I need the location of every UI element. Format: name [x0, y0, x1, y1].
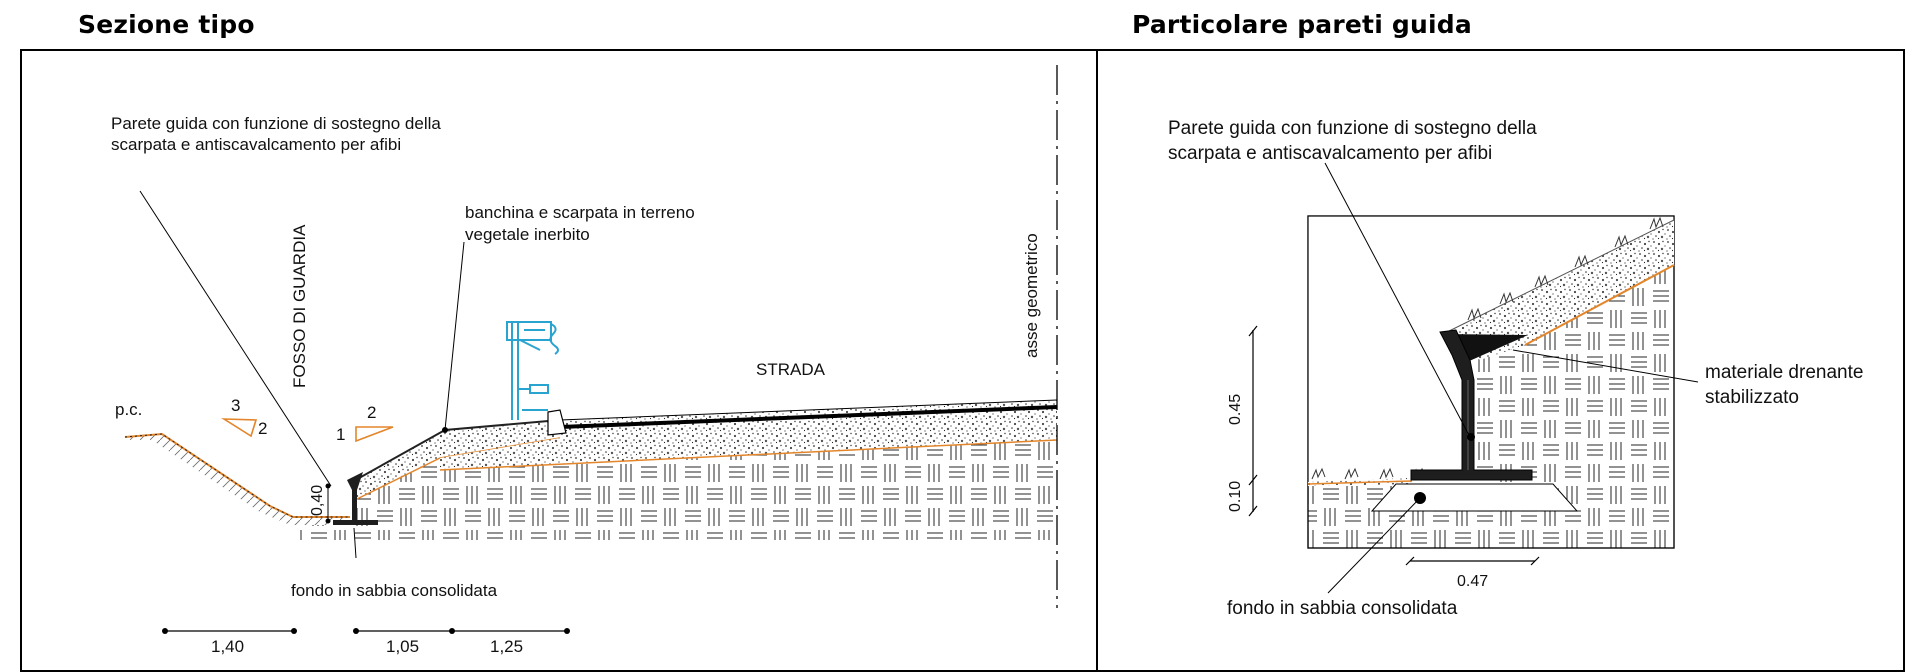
guide-wall-section	[347, 472, 363, 521]
slope-right-horizontal: 2	[367, 403, 376, 422]
detail-dim-base: 0.10	[1227, 481, 1244, 512]
axis-label: asse geometrico	[1022, 233, 1041, 358]
detail-wall-leader	[1324, 162, 1471, 438]
bottom-dimensions	[162, 628, 570, 634]
wall-note-leader	[139, 190, 332, 487]
base-note: fondo in sabbia consolidata	[291, 581, 498, 600]
detail-drawing: Parete guida con funzione di sostegno de…	[1168, 118, 1863, 619]
shoulder-note-line1: banchina e scarpata in terreno	[465, 203, 695, 222]
detail-vertical-dimension	[1248, 325, 1258, 517]
kerb	[547, 409, 567, 436]
ground-label: p.c.	[115, 400, 142, 419]
detail-wall-note-line2: scarpata e antiscavalcamento per afibi	[1168, 143, 1492, 164]
outer-frame	[20, 49, 1905, 672]
drain-leader	[1512, 349, 1699, 383]
drain-note-line1: materiale drenante	[1705, 362, 1863, 383]
grass-tufts	[1311, 216, 1664, 480]
dim-label-2: 1,05	[386, 637, 419, 656]
detail-dim-wall: 0.45	[1227, 394, 1244, 425]
ditch-fill	[125, 434, 350, 525]
shoulder-note-leader	[444, 241, 465, 431]
road-base-fill	[440, 400, 1057, 470]
detail-title: Particolare pareti guida	[1132, 10, 1472, 39]
dim-label-3: 1,25	[490, 637, 523, 656]
detail-base-leader	[1327, 497, 1421, 594]
guide-wall-profile	[1410, 329, 1533, 481]
section-drawing: Parete guida con funzione di sostegno de…	[111, 65, 1058, 656]
detail-slope-fill	[1443, 220, 1674, 360]
slope-right-vertical: 1	[336, 425, 345, 444]
detail-base-note: fondo in sabbia consolidata	[1227, 598, 1458, 619]
detail-wall-note-line1: Parete guida con funzione di sostegno de…	[1168, 118, 1537, 139]
slope-left-vertical: 3	[231, 396, 240, 415]
detail-width-dimension	[1405, 556, 1540, 566]
sand-base	[1370, 483, 1579, 512]
wall-note-line2: scarpata e antiscavalcamento per afibi	[111, 135, 401, 154]
shoulder-fill	[352, 420, 560, 500]
base-note-leader	[353, 527, 357, 559]
road-label: STRADA	[756, 360, 826, 379]
detail-dim-width: 0.47	[1457, 573, 1488, 590]
shoulder-note-line2: vegetale inerbito	[465, 225, 590, 244]
slope-left-horizontal: 2	[258, 419, 267, 438]
road-surface	[559, 405, 1058, 429]
slope-triangle-right	[355, 426, 394, 443]
wall-height-label: 0,40	[309, 485, 326, 516]
dim-label-1: 1,40	[211, 637, 244, 656]
guardrail	[506, 321, 559, 420]
drain-note-line2: stabilizzato	[1705, 387, 1799, 408]
section-title: Sezione tipo	[78, 10, 255, 39]
wall-note-line1: Parete guida con funzione di sostegno de…	[111, 114, 441, 133]
slope-triangle-left	[221, 418, 258, 438]
ditch-label: FOSSO DI GUARDIA	[290, 224, 309, 388]
